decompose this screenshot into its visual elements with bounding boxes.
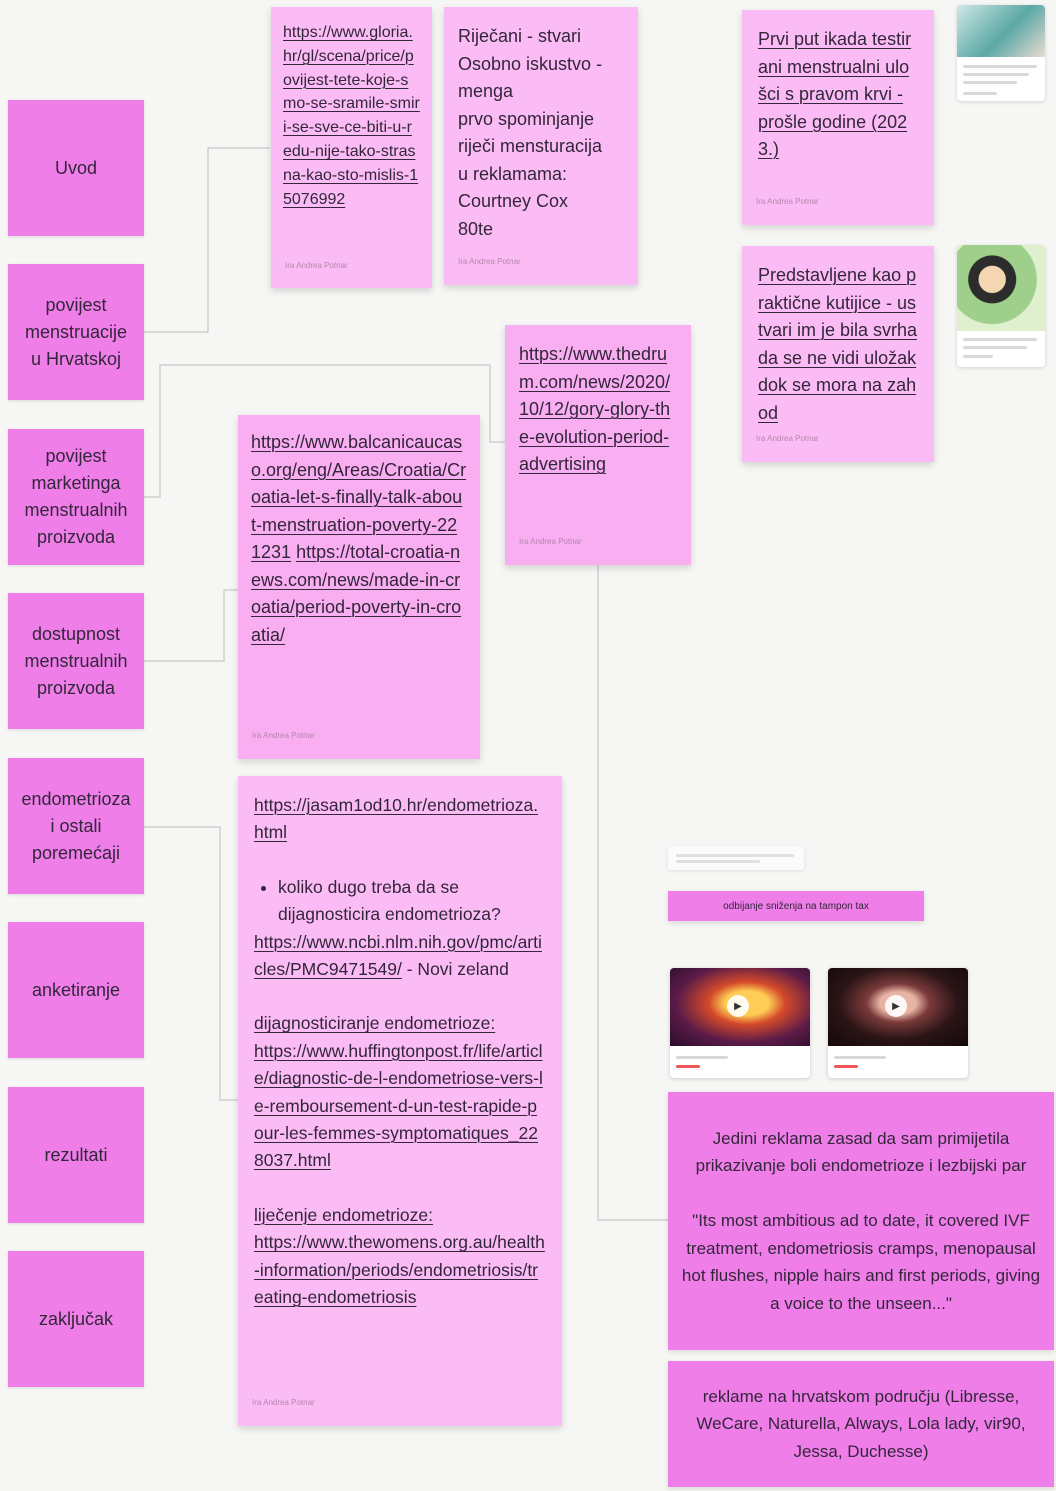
- sticky-note-predstavljene[interactable]: Predstavljene kao praktične kutijice - u…: [742, 246, 934, 462]
- prvi-put-text: Prvi put ikada testirani menstrualni ulo…: [758, 29, 912, 159]
- predstavljene-text: Predstavljene kao praktične kutijice - u…: [758, 265, 918, 423]
- preview-image: [957, 5, 1045, 57]
- link-preview-card[interactable]: [957, 245, 1045, 367]
- play-icon[interactable]: ▶: [727, 995, 749, 1017]
- bullet-item: koliko dugo treba da se dijagnosticira e…: [278, 874, 546, 929]
- jasam-link[interactable]: https://jasam1od10.hr/endometrioza.html: [254, 795, 539, 843]
- balcanica-link[interactable]: https://www.balcanicaucaso.org/eng/Areas…: [251, 432, 467, 562]
- ncbi-link[interactable]: https://www.ncbi.nlm.nih.gov/pmc/article…: [254, 931, 542, 980]
- section-rezultati[interactable]: rezultati: [8, 1087, 144, 1223]
- huffingtonpost-link[interactable]: https://www.huffingtonpost.fr/life/artic…: [254, 1040, 543, 1171]
- rijecani-text: Riječani - stvari Osobno iskustvo - meng…: [458, 26, 603, 239]
- dijagnosticiranje-label: dijagnosticiranje endometrioze:: [254, 1013, 496, 1034]
- thedrum-link[interactable]: https://www.thedrum.com/news/2020/10/12/…: [519, 344, 671, 474]
- video-card[interactable]: ▶: [828, 968, 968, 1078]
- link-preview-card[interactable]: [957, 5, 1045, 101]
- reklame-note[interactable]: reklame na hrvatskom području (Libresse,…: [668, 1361, 1054, 1487]
- total-croatia-link[interactable]: https://total-croatia-news.com/news/made…: [251, 542, 462, 645]
- note-author: Ira Andrea Potnar: [458, 256, 521, 266]
- sticky-note-prvi-put[interactable]: Prvi put ikada testirani menstrualni ulo…: [742, 10, 934, 225]
- note-author: Ira Andrea Potnar: [285, 261, 348, 271]
- novi-zeland-label: - Novi zeland: [401, 959, 509, 980]
- section-povijest-menstruacije[interactable]: povijest menstruacije u Hrvatskoj: [8, 264, 144, 400]
- tampon-tax-label[interactable]: odbijanje sniženja na tampon tax: [668, 891, 924, 921]
- section-dostupnost[interactable]: dostupnost menstrualnih proizvoda: [8, 593, 144, 729]
- gloria-link[interactable]: https://www.gloria.hr/gl/scena/price/pov…: [283, 24, 420, 208]
- note-author: Ira Andrea Potnar: [756, 433, 819, 443]
- section-endometrioza[interactable]: endometrioza i ostali poremećaji: [8, 758, 144, 894]
- sticky-note-rijecani[interactable]: Riječani - stvari Osobno iskustvo - meng…: [444, 7, 638, 285]
- note-author: Ira Andrea Potnar: [252, 730, 315, 740]
- link-preview-chip[interactable]: [668, 846, 804, 870]
- section-zakljucak[interactable]: zaključak: [8, 1251, 144, 1387]
- preview-image: [957, 245, 1045, 331]
- play-icon[interactable]: ▶: [885, 995, 907, 1017]
- note-author: Ira Andrea Potnar: [252, 1397, 315, 1407]
- video-card[interactable]: ▶: [670, 968, 810, 1078]
- note-author: Ira Andrea Potnar: [756, 196, 819, 206]
- sticky-note-endometrioza[interactable]: https://jasam1od10.hr/endometrioza.html …: [238, 776, 562, 1426]
- section-povijest-marketinga[interactable]: povijest marketinga menstrualnih proizvo…: [8, 429, 144, 565]
- section-uvod[interactable]: Uvod: [8, 100, 144, 236]
- thewomens-link[interactable]: https://www.thewomens.org.au/health-info…: [254, 1232, 545, 1308]
- sticky-note-thedrum[interactable]: https://www.thedrum.com/news/2020/10/12/…: [505, 325, 691, 565]
- note-author: Ira Andrea Potnar: [519, 536, 582, 546]
- jedini-reklama-note[interactable]: Jedini reklama zasad da sam primijetila …: [668, 1092, 1054, 1350]
- sticky-note-gloria[interactable]: https://www.gloria.hr/gl/scena/price/pov…: [271, 7, 432, 288]
- section-anketiranje[interactable]: anketiranje: [8, 922, 144, 1058]
- lijecenje-label: liječenje endometrioze:: [254, 1204, 433, 1225]
- sticky-note-period-poverty[interactable]: https://www.balcanicaucaso.org/eng/Areas…: [238, 415, 480, 759]
